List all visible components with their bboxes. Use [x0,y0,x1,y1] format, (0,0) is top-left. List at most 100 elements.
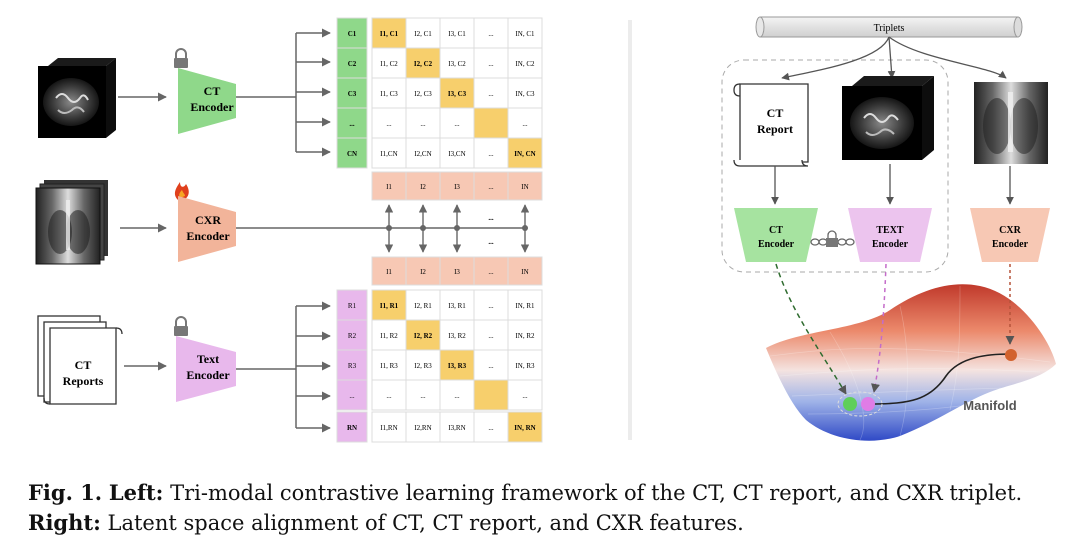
ct-col-cell [336,107,368,139]
ct-matrix-cell-label: ... [488,30,494,38]
report-matrix-cell-label: I3, R3 [448,362,467,370]
ct-matrix-cell-label: ... [454,120,460,128]
ct-matrix-cell-label: I1, C3 [380,90,398,98]
ct-encoder-label-1: CT [204,84,221,98]
image-embedding-label: I1 [386,268,392,276]
caption-left-label: Left: [108,480,164,505]
text-embedding-dot [861,397,875,411]
ct-reports-label-2: Reports [63,374,104,388]
ellipsis-label: ... [488,214,494,222]
ct-matrix-cell-label: I3, C2 [448,60,466,68]
ct-col-label: C2 [348,60,357,68]
alignment-halo [837,391,883,417]
ct-matrix-cell-label: I3, C3 [448,90,467,98]
report-matrix-cell-label: ... [488,332,494,340]
ct-matrix-cell [507,107,543,139]
report-matrix-cell-label: I2, R1 [414,302,432,310]
report-matrix-cell [371,411,407,443]
report-matrix-cell [371,379,407,411]
ct-matrix-diagonal-cell [371,17,407,49]
report-matrix-cell-label: ... [488,362,494,370]
text-encoder-right-shape [848,208,932,262]
ct-matrix-cell-label: ... [488,90,494,98]
caption-left-text: Tri-modal contrastive learning framework… [163,481,1023,505]
image-embedding-label: ... [488,268,494,276]
ct-report-label-1: CT [767,106,784,120]
cxr-embedding-dot [1005,349,1017,361]
ct-col-cell [336,17,368,49]
ct-volume-icon-right [842,76,934,160]
report-matrix-cell-label: ... [454,392,460,400]
alignment-path [869,353,1011,405]
report-col-label: R1 [348,302,357,310]
ct-encoder-shape [178,68,236,134]
image-embedding-cell [507,171,543,201]
ct-encoder-label-2: Encoder [190,100,234,114]
report-matrix-cell-label: I3,RN [448,424,465,432]
image-embedding-cell [371,256,407,286]
report-matrix-cell [473,319,509,351]
text-encoder-right-label-1: TEXT [876,225,904,236]
figure-caption: Fig. 1. Left: Tri-modal contrastive lear… [28,478,1068,538]
ct-reports-label-1: CT [75,358,92,372]
ct-matrix-cell-label: IN, C3 [515,90,535,98]
lock-icon-text [174,316,188,336]
encoder-input-arrows [771,164,1014,205]
report-matrix-cell-label: IN, R2 [515,332,535,340]
report-matrix-cell-label: ... [420,392,426,400]
ct-report-scroll-icon [733,83,809,167]
ct-matrix-cell-label: I1,CN [380,150,397,158]
image-link-arrows: ...... [384,204,530,253]
image-embedding-label: IN [521,183,528,191]
image-embedding-cell [473,256,509,286]
report-col-cell [336,349,368,381]
caption-right-label: Right: [28,510,101,535]
report-matrix-diagonal-cell [507,411,543,443]
report-matrix-diagonal-cell [371,289,407,321]
ct-matrix-cell [473,137,509,169]
triplet-arrows [781,36,1007,81]
ct-col-cell [336,77,368,109]
report-matrix-cell [439,289,475,321]
report-col-cell [336,379,368,411]
report-matrix-cell-label: ... [522,392,528,400]
report-matrix-cell-label: ... [386,392,392,400]
report-matrix-cell-label: I3, R2 [448,332,466,340]
report-col-cell [336,411,368,443]
image-embedding-cell [405,256,441,286]
ct-matrix-cell [507,77,543,109]
image-embedding-label: I2 [420,183,426,191]
ct-matrix-cell-label: I1, C1 [380,30,399,38]
ct-matrix-diagonal-cell [405,47,441,79]
report-matrix-cell [507,289,543,321]
text-encoder-shape [176,336,236,402]
text-encoder-label-2: Encoder [186,368,230,382]
ct-encoder-right-label-1: CT [769,225,783,236]
ct-col-cell [336,137,368,169]
ct-matrix-cell [439,17,475,49]
text-branch-arrows [236,301,331,433]
ct-matrix-cell [439,47,475,79]
caption-fig-number: Fig. 1. [28,480,103,505]
image-embedding-cell [405,171,441,201]
cxr-encoder-right-label-1: CXR [999,225,1021,236]
cxr-image-icon-right [974,82,1048,164]
ct-latent-path [775,263,847,395]
report-matrix-cell-label: I2, R2 [414,332,433,340]
report-matrix-cell-label: IN, RN [514,424,535,432]
ct-report-label-2: Report [757,122,793,136]
text-latent-path [871,263,887,393]
report-col-label: R2 [348,332,357,340]
ct-matrix-cell-label: ... [522,120,528,128]
chain-lock-icon [810,230,855,247]
cxr-encoder-right-label-2: Encoder [992,239,1029,250]
ct-matrix-cell-label: IN, CN [514,150,535,158]
text-encoder-label-1: Text [197,352,219,366]
cxr-encoder-right-shape [970,208,1050,262]
